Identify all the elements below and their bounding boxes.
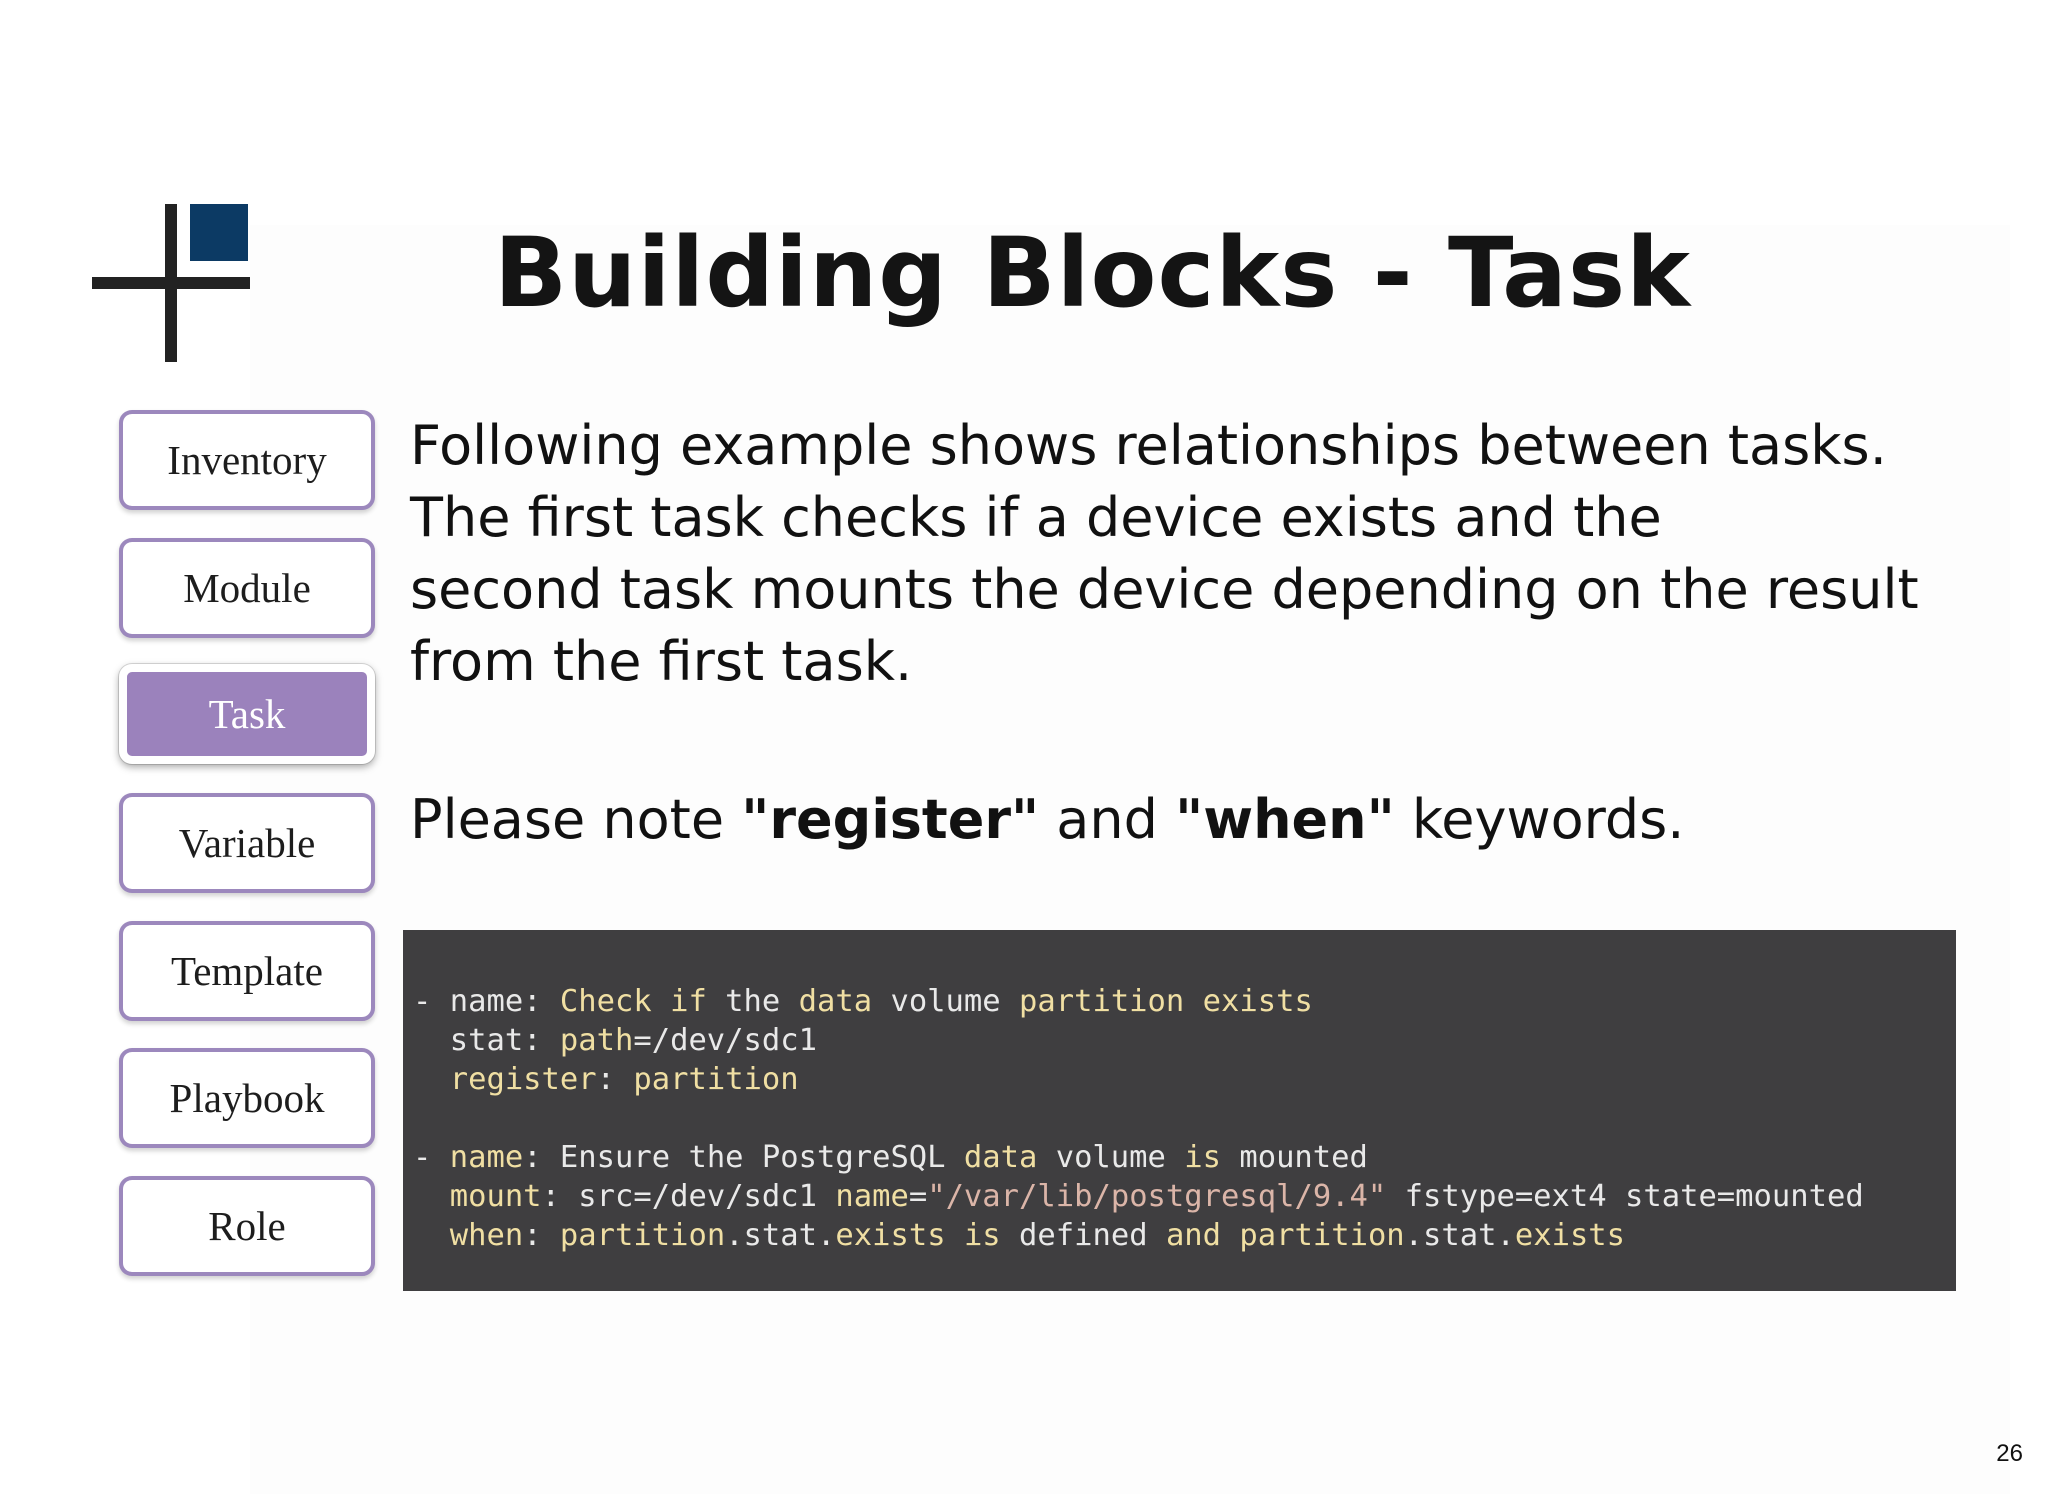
code-line: - name: Check if the data volume partiti… [413, 984, 1313, 1019]
code-keyword: is [1184, 1140, 1221, 1175]
code-line: mount: src=/dev/sdc1 name="/var/lib/post… [413, 1179, 1864, 1214]
code-text: mounted [1220, 1140, 1368, 1175]
code-text: volume [872, 984, 1019, 1019]
code-line: stat: path=/dev/sdc1 [413, 1023, 817, 1058]
description-line: The first task checks if a device exists… [410, 486, 1662, 549]
code-text: =/dev/sdc1 [633, 1023, 817, 1058]
keywords-note: Please note "register" and "when" keywor… [410, 784, 1684, 856]
code-text: .stat. [725, 1218, 836, 1253]
nav-item-playbook[interactable]: Playbook [119, 1048, 375, 1148]
code-keyword: name [449, 1140, 524, 1175]
code-text: : [596, 1062, 634, 1097]
code-keyword: and [1165, 1218, 1222, 1253]
code-keyword: partition [559, 1218, 726, 1253]
code-keyword: partition [1239, 1218, 1405, 1253]
code-keyword: partition exists [1019, 984, 1313, 1019]
code-keyword: is [963, 1218, 1001, 1253]
nav-item-task[interactable]: Task [119, 664, 375, 764]
note-suffix: keywords. [1394, 788, 1685, 851]
code-keyword: data [798, 984, 873, 1019]
code-text: .stat. [1404, 1218, 1515, 1253]
code-keyword: partition [633, 1062, 799, 1097]
code-line: register: partition [413, 1062, 799, 1097]
code-line: - name: Ensure the PostgreSQL data volum… [413, 1140, 1368, 1175]
code-text: : src=/dev/sdc1 [541, 1179, 836, 1214]
code-keyword: path [559, 1023, 634, 1058]
description-paragraph: Following example shows relationships be… [410, 410, 1990, 698]
code-text: defined [1000, 1218, 1166, 1253]
logo-vertical-bar [165, 204, 177, 362]
code-keyword: register [449, 1062, 597, 1097]
code-keyword: when [449, 1218, 524, 1253]
code-block: - name: Check if the data volume partiti… [403, 930, 1956, 1291]
code-keyword: Check if [559, 984, 707, 1019]
nav-item-template[interactable]: Template [119, 921, 375, 1021]
code-text: = [908, 1179, 928, 1214]
code-text: volume [1037, 1140, 1185, 1175]
code-text: - name: [413, 984, 560, 1019]
code-text: stat: [413, 1023, 560, 1058]
code-keyword: name [835, 1179, 909, 1214]
code-keyword: exists [1514, 1218, 1626, 1253]
description-line: second task mounts the device depending … [410, 558, 1919, 621]
code-text: : [523, 1218, 560, 1253]
code-text [413, 1218, 450, 1253]
nav-item-variable[interactable]: Variable [119, 793, 375, 893]
code-text: - [413, 1140, 450, 1175]
code-keyword: exists [835, 1218, 946, 1253]
description-line: Following example shows relationships be… [410, 414, 1887, 477]
code-text: fstype=ext4 state=mounted [1386, 1179, 1864, 1214]
code-text: the [706, 984, 799, 1019]
code-text [946, 1218, 964, 1253]
slide-title: Building Blocks - Task [494, 217, 1691, 329]
nav-item-inventory[interactable]: Inventory [119, 410, 375, 510]
code-text [413, 1062, 450, 1097]
company-logo [92, 204, 252, 362]
code-text [413, 1179, 450, 1214]
code-keyword: mount [449, 1179, 542, 1214]
note-keyword-register: "register" [741, 788, 1040, 851]
nav-item-role[interactable]: Role [119, 1176, 375, 1276]
page-number: 26 [1996, 1440, 2023, 1467]
note-middle: and [1039, 788, 1176, 851]
note-keyword-when: "when" [1175, 788, 1395, 851]
nav-item-module[interactable]: Module [119, 538, 375, 638]
code-line: when: partition.stat.exists is defined a… [413, 1218, 1625, 1253]
code-text: : Ensure the PostgreSQL [523, 1140, 964, 1175]
logo-blue-square [190, 204, 248, 261]
description-line: from the first task. [410, 630, 913, 693]
code-keyword: data [963, 1140, 1038, 1175]
note-prefix: Please note [410, 788, 742, 851]
code-listing: - name: Check if the data volume partiti… [413, 982, 1864, 1255]
code-string: "/var/lib/postgresql/9.4" [927, 1179, 1387, 1214]
code-text [1221, 1218, 1239, 1253]
